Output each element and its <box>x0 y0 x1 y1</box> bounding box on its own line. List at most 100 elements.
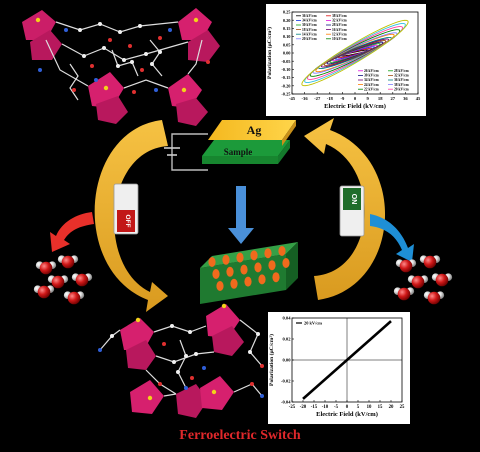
x-tick-label: 9 <box>366 96 369 101</box>
legend-entry: 28 kV/cm <box>394 69 409 73</box>
x-tick-label: 0 <box>354 96 357 101</box>
electrode-label: Ag <box>247 123 262 137</box>
x-tick-label: 20 <box>389 405 394 410</box>
switch-off-label: OFF <box>124 215 131 228</box>
water-molecule <box>33 285 55 299</box>
water-molecule <box>423 291 445 305</box>
y-tick-label: -0.05 <box>281 59 291 64</box>
y-axis-label: Polarization (μC/cm²) <box>268 334 275 386</box>
crystal-structure-top <box>22 8 220 126</box>
legend-entry: 36 kV/cm <box>302 14 317 18</box>
dipole <box>222 254 230 265</box>
y-tick-label: -0.10 <box>281 67 291 72</box>
x-tick-label: 27 <box>391 96 396 101</box>
arrow-down <box>228 186 254 244</box>
x-tick-label: 5 <box>357 405 360 410</box>
legend-entry: 38 kV/cm <box>332 14 347 18</box>
legend-entry: 20 kV/cm <box>302 37 317 41</box>
capacitor-device: Ag Sample <box>164 120 296 171</box>
x-tick-label: -25 <box>289 405 296 410</box>
water-molecule <box>393 287 415 301</box>
dipole <box>272 272 280 283</box>
legend-entry: 36 kV/cm <box>394 78 409 82</box>
figure-caption: Ferroelectric Switch <box>179 428 301 443</box>
dipole <box>226 266 234 277</box>
dipole <box>230 278 238 289</box>
legend-entry: 20 kV/cm <box>304 320 322 325</box>
dipole <box>268 260 276 271</box>
y-tick-label: 0.25 <box>283 10 291 15</box>
y-tick-label: -0.15 <box>281 75 291 80</box>
x-tick-label: -20 <box>300 405 307 410</box>
legend-entry: 34 kV/cm <box>364 78 379 82</box>
dipole <box>278 246 286 256</box>
dipole <box>212 269 220 279</box>
y-axis-label: Polarization (μC/cm²) <box>266 27 273 79</box>
water-molecule <box>431 273 453 287</box>
dipole <box>250 250 258 261</box>
arrow-left-curve <box>94 120 168 312</box>
y-tick-label: 0.00 <box>283 51 291 56</box>
legend-entry: 24 kV/cm <box>364 83 379 87</box>
sample-label: Sample <box>224 147 253 157</box>
x-tick-label: 45 <box>416 96 421 101</box>
switch-off: OFF <box>113 183 139 235</box>
dipole <box>236 252 244 263</box>
dipole <box>282 258 290 268</box>
y-tick-label: 0.10 <box>283 34 291 39</box>
y-tick-label: 0.02 <box>282 337 291 342</box>
legend-entry: 20 kV/cm <box>394 87 409 91</box>
dipole <box>254 262 262 273</box>
x-tick-label: -9 <box>340 96 345 101</box>
x-tick-label: 25 <box>400 405 405 410</box>
y-tick-label: -0.02 <box>281 379 291 384</box>
dipole <box>216 281 224 291</box>
water-molecule <box>35 261 57 275</box>
x-tick-label: -15 <box>311 405 318 410</box>
water-molecule <box>57 255 79 269</box>
legend-entry: 16 kV/cm <box>332 28 347 32</box>
x-tick-label: 15 <box>378 405 383 410</box>
legend-entry: 26 kV/cm <box>364 69 379 73</box>
y-tick-label: -0.04 <box>281 400 291 405</box>
legend-entry: 28 kV/cm <box>332 23 347 27</box>
y-tick-label: 0.15 <box>283 26 291 31</box>
crystal-structure-bottom <box>98 303 264 418</box>
dipole <box>258 274 266 285</box>
dipole <box>240 264 248 275</box>
x-tick-label: -45 <box>289 96 296 101</box>
hysteresis-loop <box>301 19 409 87</box>
dipole <box>208 257 216 267</box>
y-tick-label: -0.20 <box>281 83 291 88</box>
x-tick-label: 10 <box>367 405 372 410</box>
legend-entry: 10 kV/cm <box>332 37 347 41</box>
legend-entry: 30 kV/cm <box>302 23 317 27</box>
water-molecule <box>407 275 429 289</box>
legend-entry: 18 kV/cm <box>302 28 317 32</box>
x-tick-label: -18 <box>327 96 334 101</box>
x-tick-label: -36 <box>302 96 309 101</box>
water-cluster-right <box>393 255 453 305</box>
y-tick-label: 0.20 <box>283 18 291 23</box>
legend-entry: 38 kV/cm <box>394 83 409 87</box>
switch-on: ON <box>339 185 365 237</box>
x-tick-label: -5 <box>334 405 339 410</box>
x-tick-label: -27 <box>314 96 321 101</box>
legend-entry: 22 kV/cm <box>364 87 379 91</box>
water-molecule <box>47 275 69 289</box>
x-tick-label: 36 <box>403 96 408 101</box>
crystal-dipole-block <box>200 242 298 304</box>
x-tick-label: 0 <box>346 405 349 410</box>
arrow-blue-water-uptake <box>370 214 414 262</box>
dipole <box>264 248 272 259</box>
dipole <box>244 276 252 287</box>
arrow-red-water-release <box>50 212 94 252</box>
water-molecule <box>419 255 441 269</box>
legend-entry: 12 kV/cm <box>332 32 347 36</box>
y-tick-label: -0.25 <box>281 92 291 97</box>
x-tick-label: 18 <box>378 96 383 101</box>
x-axis-label: Electric Field (kV/cm) <box>316 411 378 418</box>
y-tick-label: 0.00 <box>282 358 291 363</box>
